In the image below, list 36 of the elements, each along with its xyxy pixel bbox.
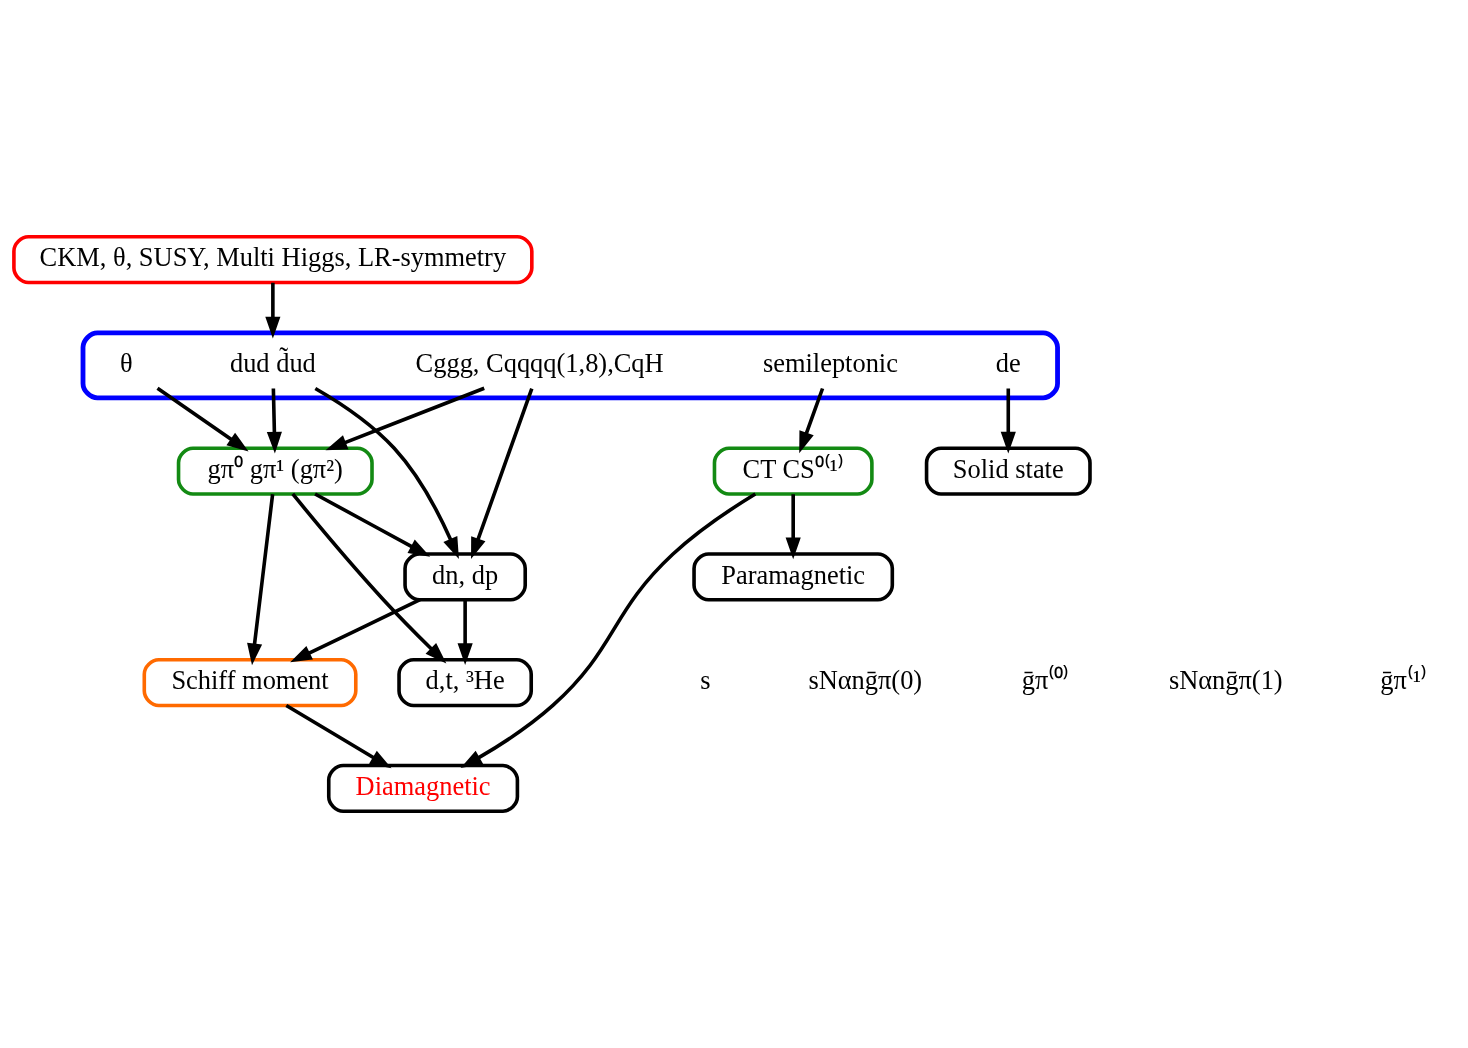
cluster <box>80 330 1060 401</box>
arrow <box>325 386 485 451</box>
node-box: Diamagnetic <box>326 763 520 813</box>
arrow <box>471 387 534 560</box>
node-text: θ <box>119 348 133 379</box>
arrow <box>290 598 421 663</box>
node-text: Cggg, Cqqqq(1,8),CqH <box>415 348 664 379</box>
node-text: dud d̃ud <box>229 348 316 379</box>
node-box: d,t, ³He <box>397 658 533 708</box>
label: ḡπ⁽¹⁾ <box>1380 665 1427 696</box>
arrow <box>457 600 473 665</box>
arrow <box>247 494 275 666</box>
node-box: dn, dp <box>403 552 527 602</box>
node-box: gπ⁰ gπ¹ (gπ²) <box>176 446 374 496</box>
arrow <box>314 492 431 557</box>
arrow <box>460 492 757 769</box>
arrow <box>1000 388 1016 454</box>
label: ḡπ⁽⁰⁾ <box>1021 665 1070 696</box>
arrow <box>785 494 801 560</box>
arrow <box>156 386 249 452</box>
node-text: semileptonic <box>762 348 898 379</box>
arrow <box>291 492 447 664</box>
arrow <box>265 282 281 339</box>
node-box: CKM, θ, SUSY, Multi Higgs, LR-symmetry <box>12 235 534 285</box>
node-box: Paramagnetic <box>692 552 895 602</box>
label: s <box>700 665 711 696</box>
arrow <box>285 703 392 769</box>
node-text: de <box>995 348 1021 379</box>
arrow <box>266 388 282 454</box>
label: sNαnḡπ(1) <box>1168 665 1283 696</box>
node-box: Schiff moment <box>142 658 358 708</box>
node-box: Solid state <box>924 446 1092 496</box>
label: sNαnḡπ(0) <box>808 665 923 696</box>
node-box: CT CS⁰⁽¹⁾ <box>712 446 874 496</box>
arrow <box>799 387 825 454</box>
arrow <box>314 386 459 559</box>
